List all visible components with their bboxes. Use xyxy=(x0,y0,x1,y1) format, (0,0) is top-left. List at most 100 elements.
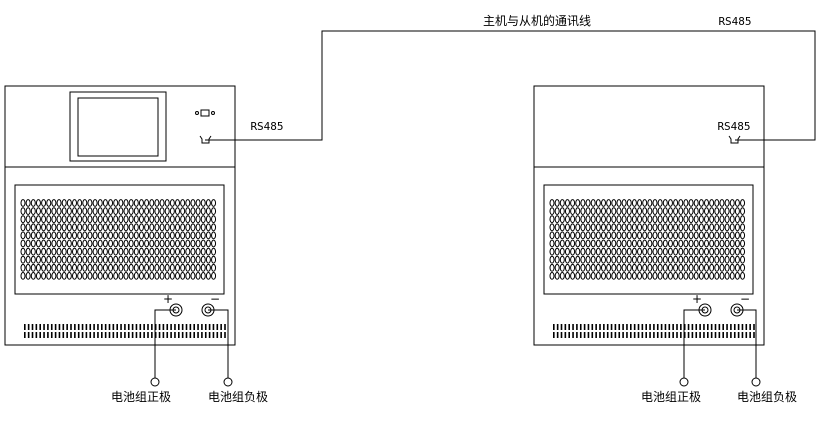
vent-slot xyxy=(189,324,192,330)
vent-hole xyxy=(683,215,689,224)
vent-hole xyxy=(56,263,62,272)
vent-slot xyxy=(116,332,118,338)
vent-hole xyxy=(164,199,170,207)
vent-slot xyxy=(683,332,686,338)
slave-negative-lug xyxy=(751,377,761,387)
vent-hole xyxy=(205,239,211,248)
vent-slot xyxy=(599,332,601,338)
vent-hole xyxy=(590,247,596,256)
vent-slot xyxy=(730,332,732,338)
vent-hole xyxy=(175,223,180,232)
vent-hole xyxy=(185,199,191,207)
vent-slot xyxy=(43,324,45,330)
vent-hole xyxy=(570,223,576,232)
vent-hole xyxy=(709,255,715,264)
vent-hole xyxy=(97,231,103,240)
vent-hole xyxy=(678,263,684,272)
vent-hole xyxy=(652,272,658,280)
vent-hole xyxy=(688,231,694,240)
vent-hole xyxy=(113,199,119,207)
vent-slot xyxy=(178,324,180,330)
vent-slot xyxy=(197,324,199,330)
vent-hole xyxy=(549,207,555,216)
vent-hole xyxy=(575,231,581,240)
vent-hole xyxy=(180,263,186,272)
vent-hole xyxy=(92,255,98,264)
vent-hole xyxy=(113,263,119,272)
vent-slot xyxy=(591,324,594,330)
vent-slot xyxy=(58,332,61,338)
vent-hole xyxy=(657,199,663,207)
vent-hole xyxy=(195,231,201,240)
vent-slot xyxy=(220,332,222,338)
vent-slot xyxy=(714,332,717,338)
vent-hole xyxy=(616,207,622,216)
vent-hole xyxy=(616,231,622,240)
vent-hole xyxy=(590,207,596,216)
vent-hole xyxy=(595,239,601,248)
vent-slot xyxy=(212,324,215,330)
vent-hole xyxy=(20,231,26,240)
vent-hole xyxy=(724,231,730,240)
vent-hole xyxy=(169,255,175,264)
vent-hole xyxy=(611,199,617,207)
vent-hole xyxy=(626,223,632,232)
vent-hole xyxy=(704,207,709,216)
vent-slot xyxy=(77,332,80,338)
vent-hole xyxy=(190,223,196,232)
vent-hole xyxy=(595,263,601,272)
vent-hole xyxy=(621,223,627,232)
vent-hole xyxy=(30,199,36,207)
vent-hole xyxy=(564,199,570,207)
vent-slot xyxy=(24,332,26,338)
vent-hole xyxy=(554,207,560,216)
vent-hole xyxy=(719,207,725,216)
vent-hole xyxy=(564,255,570,264)
vent-hole xyxy=(46,207,52,216)
vent-hole xyxy=(626,199,632,207)
vent-hole xyxy=(205,255,211,264)
vent-hole xyxy=(590,215,596,224)
vent-hole xyxy=(164,207,170,216)
vent-slot xyxy=(174,324,176,330)
slave-minus-sign: − xyxy=(740,292,750,306)
vent-hole xyxy=(724,223,730,232)
vent-hole xyxy=(585,231,591,240)
vent-hole xyxy=(698,231,704,240)
vent-hole xyxy=(549,223,555,232)
vent-hole xyxy=(51,199,57,207)
vent-hole xyxy=(72,231,77,240)
vent-slot xyxy=(124,332,126,338)
vent-hole xyxy=(25,199,31,207)
vent-hole xyxy=(108,263,114,272)
vent-hole xyxy=(35,207,41,216)
slave-rs485-label-top: RS485 xyxy=(718,15,751,28)
vent-slot xyxy=(112,324,115,330)
vent-slot xyxy=(714,324,717,330)
vent-hole xyxy=(133,199,139,207)
vent-hole xyxy=(724,207,730,216)
vent-slot xyxy=(66,324,68,330)
vent-slot xyxy=(208,324,211,330)
vent-hole xyxy=(138,263,144,272)
vent-hole xyxy=(180,231,186,240)
vent-hole xyxy=(616,199,622,207)
vent-hole xyxy=(590,255,596,264)
vent-slot xyxy=(564,332,567,338)
vent-hole xyxy=(626,215,632,224)
slave-battery-negative-label: 电池组负极 xyxy=(737,390,797,404)
vent-slot xyxy=(641,324,644,330)
vent-hole xyxy=(647,263,653,272)
vent-hole xyxy=(20,199,26,207)
vent-hole xyxy=(205,263,211,272)
vent-hole xyxy=(637,231,643,240)
vent-hole xyxy=(133,207,139,216)
vent-slot xyxy=(687,324,690,330)
vent-hole xyxy=(724,215,730,224)
vent-hole xyxy=(138,215,144,224)
vent-hole xyxy=(149,247,155,256)
vent-hole xyxy=(657,272,663,280)
vent-slot xyxy=(127,332,130,338)
slave-negative-lead xyxy=(737,309,757,378)
vent-hole xyxy=(559,223,565,232)
